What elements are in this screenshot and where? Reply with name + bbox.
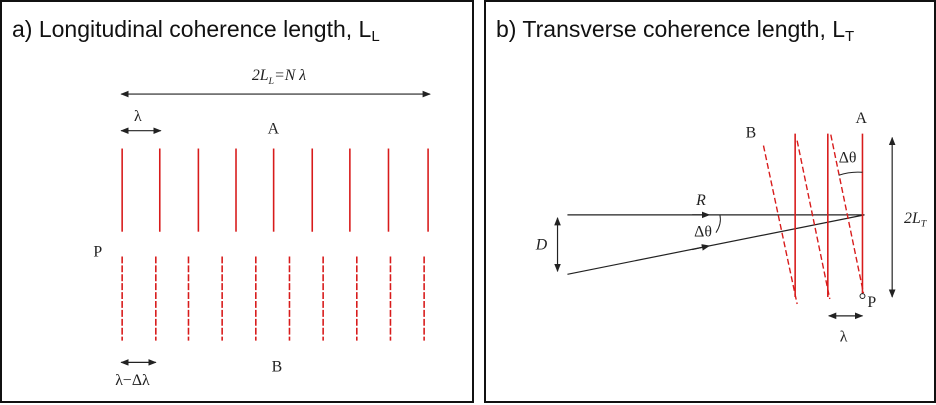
label-dtheta: Δθ (694, 224, 712, 241)
label-a: A (268, 121, 280, 138)
wavelength-label-bottom: λ−Δλ (115, 372, 150, 389)
wavefronts-b (121, 256, 425, 341)
label-r: R (695, 192, 706, 209)
label-p: P (867, 294, 876, 311)
wavelength-label: λ (840, 329, 848, 346)
panel-longitudinal: 2LL=N λ λ A P B (0, 0, 474, 403)
panel-a-title: a) Longitudinal coherence length, LL (12, 16, 380, 45)
label-dtheta-top: Δθ (839, 149, 857, 166)
label-a: A (856, 110, 868, 127)
wavelength-label: λ (134, 108, 142, 125)
point-p (859, 293, 866, 300)
span-label: 2LL=N λ (252, 67, 306, 87)
wavefronts-a (794, 133, 864, 298)
longitudinal-diagram: 2LL=N λ λ A P B (93, 67, 431, 389)
panel-transverse: R Δθ D Δθ (484, 0, 936, 403)
ray-slanted (567, 214, 865, 275)
span-label: 2LT (904, 210, 928, 230)
label-p: P (93, 243, 102, 260)
wavefronts-b (762, 134, 865, 305)
panel-b-title: b) Transverse coherence length, LT (496, 16, 855, 45)
wavefronts-a (121, 148, 429, 232)
label-d: D (535, 237, 548, 254)
label-b: B (272, 358, 283, 375)
transverse-diagram: R Δθ D Δθ (535, 110, 928, 346)
label-b: B (746, 125, 757, 142)
